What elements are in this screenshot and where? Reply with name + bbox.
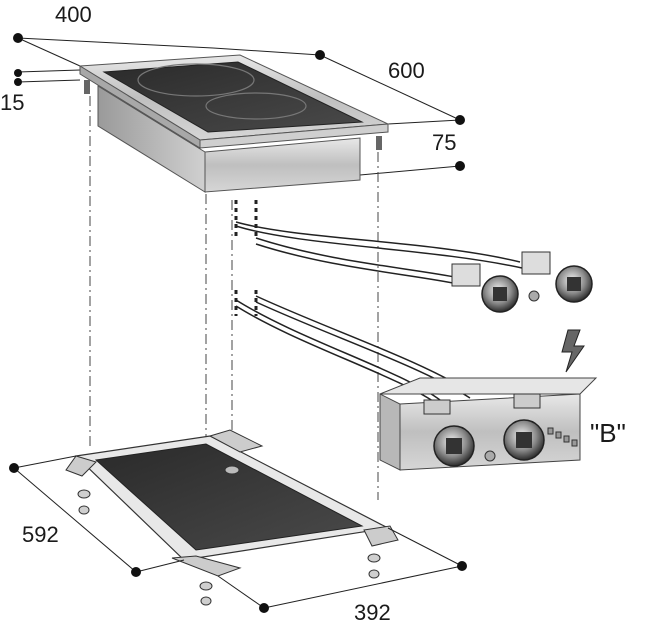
dim-extension [13,455,77,469]
dim-extension [387,527,463,567]
cable [255,243,459,285]
frame-cutout-surface [94,443,364,551]
dimension-dots-top [13,33,465,171]
fixing-hole [224,465,240,475]
depth-dim-line [319,54,461,121]
dim-dot [455,161,465,171]
dim-dot [457,561,467,571]
lip-dim-line-top [17,69,81,73]
cable [235,221,521,263]
dim-dot [315,50,325,60]
screw [77,489,91,499]
control-box-top [379,377,598,395]
indicator-lamp [528,290,540,302]
lightning-arrow-icon [561,329,585,373]
dim-label-392: 392 [354,600,391,624]
cutout-depth-dim-line [13,467,137,573]
connector-block [521,251,551,275]
dim-dot [14,69,22,77]
screw [199,581,213,591]
screw [200,596,212,606]
dim-label-75: 75 [432,130,456,155]
knob-insert [493,287,507,301]
fixing-bolt [376,136,382,150]
cooktop-body-front [204,137,361,193]
width-dim-line-right [212,47,321,56]
corner-bracket [171,555,242,577]
connector-block [451,263,481,287]
dim-extension [135,559,185,573]
dim-dot [14,78,22,86]
screw [367,553,381,563]
cutout-width-dim-line [263,565,463,609]
terminal-block [547,427,578,447]
cable [255,237,461,279]
width-dim-line-left [17,37,214,49]
indicator-lamp [484,450,496,462]
cable [235,225,523,269]
dim-dot [131,567,141,577]
fixing-bolt [84,80,90,94]
depth-dim-tick [387,119,461,125]
frame-side-edge [79,65,201,149]
cooking-zone-front [205,92,307,120]
loose-control-knobs [451,251,593,313]
cable [235,305,441,407]
alignment-guides [89,96,379,500]
corner-bracket [208,429,264,453]
knob-insert [567,277,581,291]
dim-dot [259,603,269,613]
glass-ceramic-surface [102,61,364,133]
screw [368,569,380,579]
callout-label-b: "B" [590,418,626,448]
dimension-dots-bottom [9,463,467,613]
knob-insert [516,432,532,448]
dim-dot [455,115,465,125]
width-dim-line-diag [17,37,81,67]
screw [78,505,90,515]
cooktop-unit [78,54,390,193]
cooking-zone-rear [137,63,255,97]
dim-label-592: 592 [22,522,59,547]
connection-cables [234,200,523,407]
dimension-lines-bottom [13,455,463,609]
lip-dim-line-bottom [17,79,81,83]
dim-dot [13,33,23,43]
mounting-screws [77,489,381,606]
corner-bracket [363,525,399,547]
height-dim-line [359,165,461,176]
corner-bracket [65,455,97,477]
dim-extension [217,575,265,609]
dim-label-15: 15 [0,90,24,115]
dim-dot [9,463,19,473]
control-box-side [379,393,401,471]
dimension-lines-top [17,37,461,176]
dim-label-400: 400 [55,2,92,27]
dim-label-600: 600 [388,58,425,83]
control-box-b [379,377,598,471]
knob-insert [446,438,462,454]
mounting-frame [65,429,399,577]
box-connector [423,399,451,415]
box-connector [513,393,541,409]
